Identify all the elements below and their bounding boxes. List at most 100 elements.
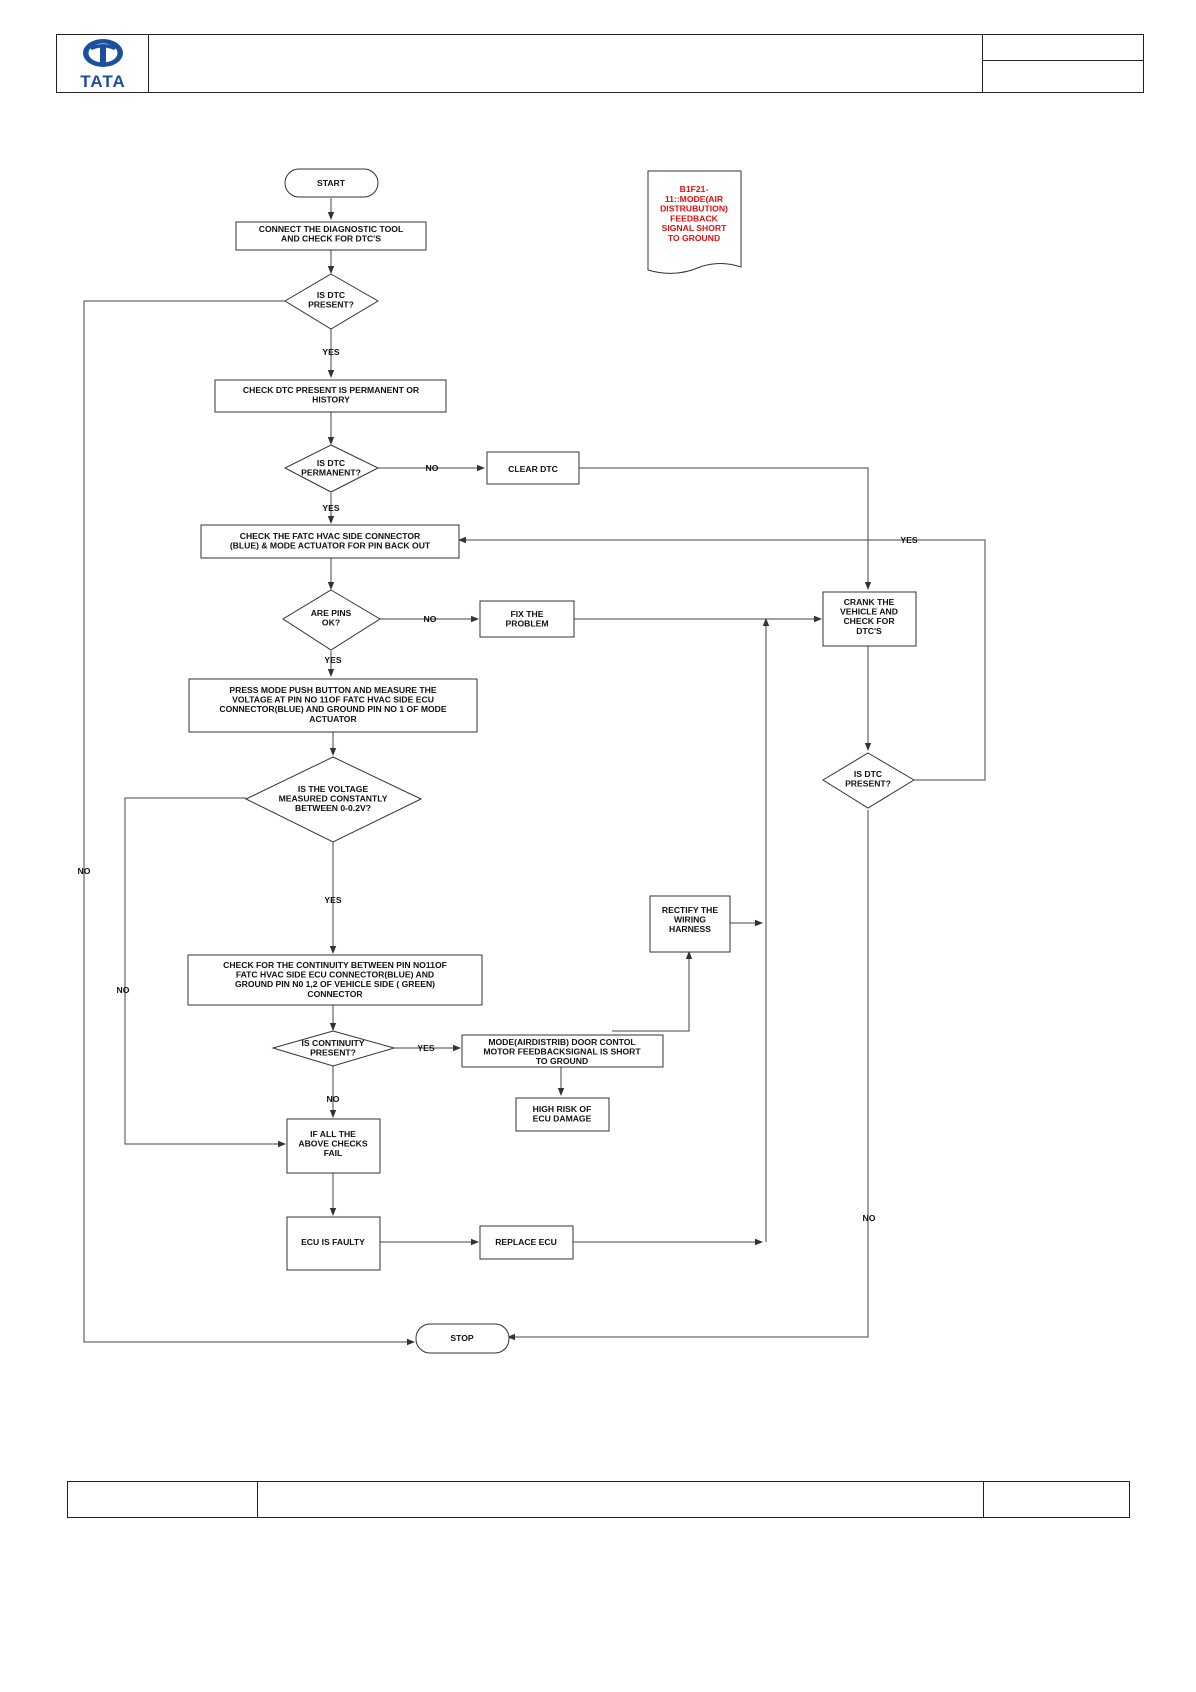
node-text-line: ECU DAMAGE [533, 1114, 592, 1124]
node-start [284, 168, 379, 198]
edge-voltq-no-allfail [124, 797, 286, 1148]
node-replace-ecu [479, 1225, 574, 1260]
label-yes-dtcq: YES [322, 347, 339, 357]
node-text-line: ARE PINS [311, 608, 352, 618]
header-ref-top [983, 34, 1144, 61]
node-text-line: ACTUATOR [309, 714, 357, 724]
node-text-line: OK? [322, 618, 340, 628]
node-text-line: CHECK DTC PRESENT IS PERMANENT OR [243, 385, 420, 395]
node-measure-voltage [188, 678, 478, 733]
dtc-code-tag [647, 170, 742, 274]
node-text-line: BETWEEN 0-0.2V? [295, 803, 371, 813]
footer-right-cell [984, 1481, 1130, 1518]
edge-clear-crank [579, 467, 872, 590]
node-text-line: ABOVE CHECKS [298, 1139, 368, 1149]
node-voltage-q [244, 756, 423, 843]
node-text-line: REPLACE ECU [495, 1237, 557, 1247]
label-yes-dtcq2: YES [900, 535, 917, 545]
node-text-line: CHECK FOR [843, 616, 895, 626]
node-text-line: AND CHECK FOR DTC'S [281, 234, 381, 244]
node-text-line: IS DTC [854, 769, 882, 779]
edge-dtcq2-yes-checkconn [458, 536, 986, 781]
label-yes-voltq: YES [324, 895, 341, 905]
header-title-cell [149, 34, 983, 93]
node-text-line: GROUND PIN N0 1,2 OF VEHICLE SIDE ( GREE… [235, 979, 435, 989]
node-all-checks-fail [286, 1118, 381, 1174]
node-text-line: MEASURED CONSTANTLY [279, 794, 388, 804]
dtc-code-line: SIGNAL SHORT [662, 223, 728, 233]
flowchart-edges [83, 198, 986, 1346]
dtc-code-line: TO GROUND [668, 233, 720, 243]
node-check-continuity [187, 954, 483, 1006]
node-high-risk [515, 1097, 610, 1132]
dtc-code-line: DISTRUBUTION) [660, 204, 728, 214]
node-text-line: IF ALL THE [310, 1129, 356, 1139]
node-text-line: HARNESS [669, 924, 711, 934]
dtc-code-line: FEEDBACK [670, 213, 719, 223]
node-text-line: CONNECT THE DIAGNOSTIC TOOL [259, 224, 404, 234]
footer-center-cell [258, 1481, 984, 1518]
node-text-line: WIRING [674, 915, 706, 925]
node-ecu-faulty-text: ECU IS FAULTY [301, 1237, 365, 1247]
label-no-voltq: NO [117, 985, 130, 995]
node-text-line: ECU IS FAULTY [301, 1237, 365, 1247]
node-start-label: START [317, 178, 346, 188]
label-no-permq: NO [426, 463, 439, 473]
logo-cell: TATA [56, 34, 149, 93]
node-pins-ok-q [282, 589, 381, 651]
label-no-pinsq: NO [424, 614, 437, 624]
label-yes-pinsq: YES [324, 655, 341, 665]
node-stop-label: STOP [450, 1333, 474, 1343]
node-text-line: MODE(AIRDISTRIB) DOOR CONTOL [488, 1037, 635, 1047]
node-text-line: PROBLEM [506, 619, 549, 629]
node-short-to-ground [461, 1034, 664, 1068]
node-clear-dtc-text: CLEAR DTC [508, 464, 558, 474]
edge-dtcq-no-stop [83, 300, 415, 1346]
dtc-code-line: B1F21- [680, 184, 709, 194]
node-ecu-faulty [286, 1216, 381, 1271]
node-dtc-present-q2 [822, 752, 915, 809]
edge-labels: YES NO NO YES NO YES YES NO NO YES YES N… [78, 347, 918, 1223]
node-text-line: PERMANENT? [301, 468, 361, 478]
node-text-line: PRESENT? [308, 300, 354, 310]
node-check-connector [200, 524, 460, 559]
label-yes-contq: YES [417, 1043, 434, 1053]
node-dtc-permanent-q [283, 444, 380, 493]
logo-text: TATA [80, 72, 126, 91]
node-dtc-present-q [284, 273, 379, 330]
label-no-contq: NO [327, 1094, 340, 1104]
node-stop [415, 1323, 510, 1354]
node-text-line: CONNECTOR(BLUE) AND GROUND PIN NO 1 OF M… [219, 704, 447, 714]
node-text-line: TO GROUND [536, 1056, 588, 1066]
page-footer [67, 1481, 1130, 1518]
node-rectify-harness [649, 895, 731, 953]
node-text-line: CRANK THE [844, 597, 895, 607]
node-text-line: IS DTC [317, 290, 345, 300]
dtc-code-line: 11::MODE(AIR [665, 194, 724, 204]
node-text-line: FIX THE [511, 609, 544, 619]
node-check-permanent [214, 379, 447, 413]
node-text-line: IS THE VOLTAGE [298, 784, 369, 794]
node-text-line: IS DTC [317, 458, 345, 468]
node-text-line: CLEAR DTC [508, 464, 558, 474]
node-crank-vehicle [822, 591, 917, 647]
node-connect-tool [235, 221, 427, 251]
label-yes-permq: YES [322, 503, 339, 513]
node-text-line: FATC HVAC SIDE ECU CONNECTOR(BLUE) AND [236, 970, 434, 980]
node-text-line: HIGH RISK OF [533, 1104, 592, 1114]
node-replace-ecu-text: REPLACE ECU [495, 1237, 557, 1247]
page-header: TATA [56, 34, 1144, 93]
node-text-line: CHECK THE FATC HVAC SIDE CONNECTOR [240, 531, 421, 541]
